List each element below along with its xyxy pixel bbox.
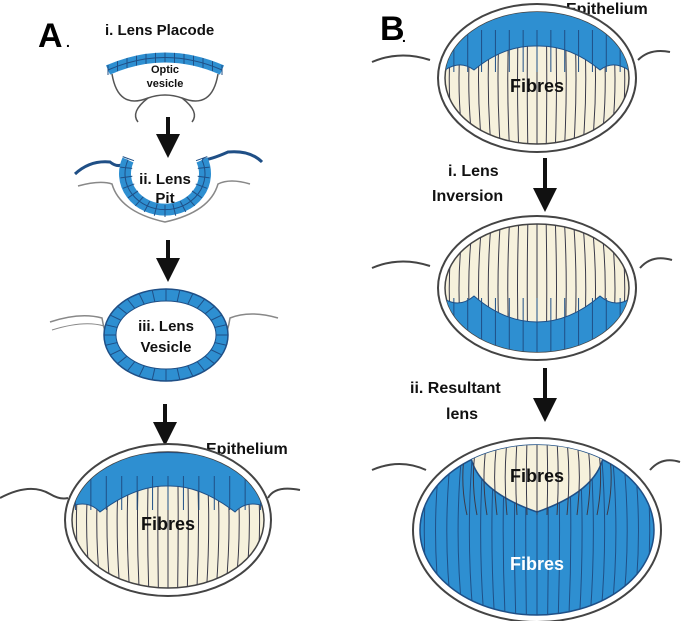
fibre-line	[134, 196, 144, 207]
fibre-line	[195, 183, 208, 189]
lens-pit-label-2: Pit	[155, 190, 174, 207]
fibre-line	[151, 290, 156, 302]
fibre-line	[122, 156, 135, 162]
fibre-line	[515, 445, 518, 516]
panel-b-dot: .	[402, 29, 406, 45]
fibre-line	[120, 175, 133, 179]
fibre-line	[204, 355, 215, 365]
lens-b-initial	[371, 3, 671, 153]
epithelium-a-label: Epithelium	[206, 441, 288, 458]
fibre-line	[600, 445, 606, 615]
fibre-line	[120, 166, 133, 169]
fibres-b3-upper-label: Fibres	[510, 466, 564, 486]
fibre-line	[143, 201, 151, 213]
fibre-line	[179, 201, 187, 213]
fibre-line	[105, 324, 118, 328]
fibre-line	[105, 342, 118, 346]
fibre-line	[138, 293, 145, 305]
fibres-b3-lower-label: Fibres	[510, 554, 564, 574]
fibre-line	[153, 203, 158, 216]
fibre-line	[187, 293, 194, 305]
fibre-line	[172, 203, 177, 216]
fibre-line	[195, 156, 208, 162]
fibre-line	[196, 298, 206, 309]
fibre-line	[176, 290, 181, 302]
fibre-line	[196, 361, 206, 372]
fibre-line	[210, 314, 223, 321]
lens-placode	[105, 52, 225, 123]
lens-b-inverted	[371, 215, 673, 361]
lens-pit	[73, 150, 264, 223]
lens-placode-label: i. Lens Placode	[105, 22, 214, 39]
fibre-line	[126, 298, 136, 309]
fibre-line	[191, 190, 203, 199]
fibre-line	[186, 196, 196, 207]
fibre-line	[204, 305, 215, 315]
fibre-line	[151, 368, 156, 380]
fibre-line	[468, 445, 474, 615]
lens-a-final	[0, 443, 301, 597]
fibre-line	[546, 445, 549, 516]
fibre-line	[214, 324, 227, 328]
fibre-line	[556, 445, 559, 516]
optic-vesicle-label-1: Optic	[151, 64, 179, 76]
fibre-line	[197, 175, 210, 179]
fibres-a-label: Fibres	[141, 514, 195, 534]
fibre-line	[197, 166, 210, 169]
lens-vesicle-label-2: Vesicle	[141, 339, 192, 356]
fibre-line	[214, 342, 227, 346]
fibre-line	[117, 305, 128, 315]
fibre-line	[122, 183, 135, 189]
fibre-line	[176, 368, 181, 380]
resultant-lens-label-1: ii. Resultant	[410, 380, 501, 397]
fibre-line	[210, 349, 223, 356]
fibre-line	[138, 365, 145, 377]
fibres-b1-label: Fibres	[510, 76, 564, 96]
fibre-line	[126, 361, 136, 372]
fibre-line	[109, 314, 122, 321]
lens-inversion-label-1: i. Lens	[448, 163, 499, 180]
fibre-line	[117, 355, 128, 365]
panel-a-label: A	[38, 17, 63, 55]
lens-vesicle-label-1: iii. Lens	[138, 318, 194, 335]
fibre-line	[187, 365, 194, 377]
panel-a-dot: .	[66, 34, 70, 50]
lens-b-resultant	[371, 437, 681, 621]
lens-pit-label-1: ii. Lens	[139, 171, 191, 188]
panel-b-label: B	[380, 10, 405, 48]
lens-inversion-label-2: Inversion	[432, 188, 503, 205]
fibre-line	[127, 190, 139, 199]
fibre-line	[525, 445, 528, 516]
resultant-lens-label-2: lens	[446, 406, 478, 423]
optic-vesicle-label-2: vesicle	[147, 78, 184, 90]
lens-vesicle	[49, 288, 279, 382]
fibre-line	[109, 349, 122, 356]
